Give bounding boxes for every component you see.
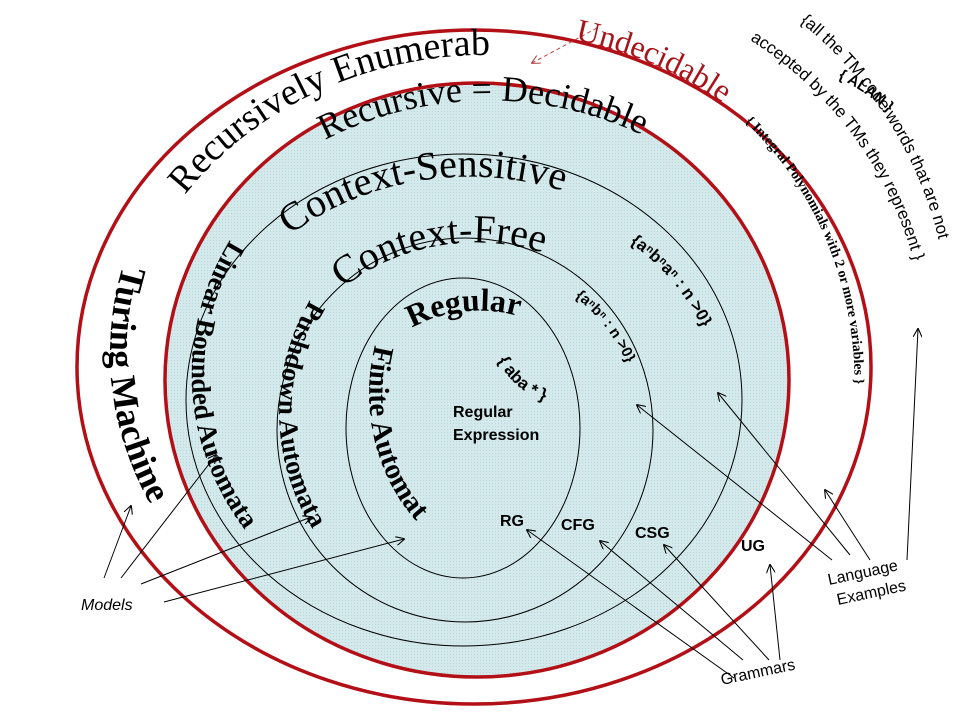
examples-arrows (637, 329, 918, 561)
arrow-grammars-cfg (600, 541, 744, 661)
arrow-examples-cf (637, 405, 833, 561)
callout-grammars: Grammars (719, 657, 796, 689)
context-free-boundary (276, 237, 654, 623)
grammar-cfg: CFG (561, 517, 595, 534)
label-regular-expression-line2: Expression (453, 427, 539, 444)
grammars-arrows (527, 530, 781, 679)
arrow-examples-cs (718, 393, 851, 556)
arrow-examples-poly (825, 490, 871, 561)
arrow-examples-non-re (906, 329, 918, 561)
grammar-ug: UG (741, 538, 765, 555)
arrow-models-pda (140, 517, 311, 585)
label-regular-expression-line1: Regular (453, 404, 513, 421)
models-arrows (103, 455, 404, 603)
grammar-rg: RG (500, 513, 524, 530)
arrow-grammars-ug (770, 565, 781, 661)
grammar-csg: CSG (635, 525, 670, 542)
regular-boundary (345, 277, 581, 579)
arrow-models-turing (103, 506, 131, 579)
arrow-models-fa (163, 539, 404, 603)
callout-models: Models (81, 597, 133, 614)
recursive-region (163, 81, 791, 679)
arrow-grammars-rg (527, 530, 735, 679)
undecidable-pointer (532, 27, 598, 63)
arrow-models-lba (120, 455, 216, 579)
arrow-grammars-csg (664, 545, 770, 661)
context-sensitive-boundary (185, 153, 743, 647)
